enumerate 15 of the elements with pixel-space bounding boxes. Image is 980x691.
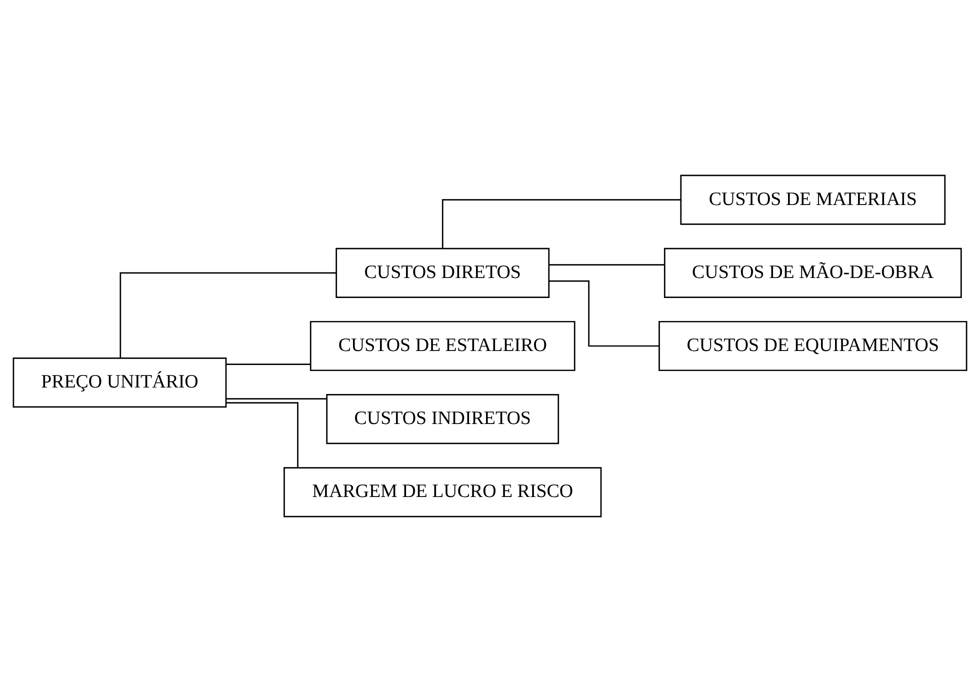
- connector: [226, 363, 310, 364]
- connector: [442, 198, 681, 248]
- connector: [226, 402, 298, 468]
- node-box: PREÇO UNITÁRIO: [12, 357, 227, 408]
- connector: [226, 398, 327, 399]
- node-box: CUSTOS INDIRETOS: [326, 394, 560, 444]
- node-box: CUSTOS DE MÃO-DE-OBRA: [664, 247, 962, 298]
- connector: [549, 264, 664, 265]
- connector: [120, 272, 336, 358]
- node-box: CUSTOS DIRETOS: [336, 247, 550, 298]
- node-box: CUSTOS DE EQUIPAMENTOS: [658, 320, 968, 371]
- connector: [549, 280, 660, 346]
- node-box: MARGEM DE LUCRO E RISCO: [284, 466, 602, 517]
- node-box: CUSTOS DE ESTALEIRO: [310, 320, 576, 371]
- node-box: CUSTOS DE MATERIAIS: [680, 174, 946, 224]
